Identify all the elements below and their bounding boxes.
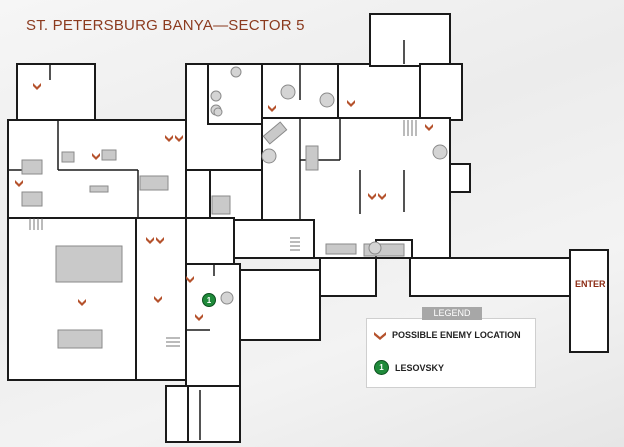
legend-lesovsky-label: LESOVSKY (395, 362, 445, 373)
room-north-tower (369, 13, 451, 67)
bench-south (57, 329, 103, 349)
room-east-nook (449, 163, 471, 193)
enemy-chevron-icon (378, 193, 386, 200)
room-stair-area (185, 217, 235, 265)
legend-box (366, 318, 536, 388)
enemy-chevron-icon (33, 83, 41, 90)
legend-item-enemy: POSSIBLE ENEMY LOCATION (374, 330, 521, 340)
enemy-chevron-icon (347, 100, 355, 107)
room-south-closet (319, 257, 377, 297)
enemy-chevron-icon (374, 331, 386, 340)
crate (211, 195, 231, 215)
enemy-chevron-icon (165, 135, 173, 142)
room-closet (185, 169, 211, 219)
lounge-chair (262, 121, 288, 145)
room-big-pool (7, 217, 139, 381)
enemy-chevron-icon (78, 299, 86, 306)
map-title: ST. PETERSBURG BANYA—SECTOR 5 (26, 17, 305, 34)
pool-table (55, 245, 123, 283)
bench-east (325, 243, 357, 255)
legend-title: LEGEND (422, 307, 482, 320)
enemy-markers (15, 83, 433, 321)
enemy-chevron-icon (195, 314, 203, 321)
table-1 (21, 159, 43, 175)
stairs-left (29, 218, 43, 230)
room-entrance (569, 249, 609, 353)
enemy-chevron-icon (146, 237, 154, 244)
enemy-chevron-icon (368, 193, 376, 200)
room-north-b (337, 63, 421, 121)
entrance-label: ENTER (575, 279, 606, 289)
room-marker-hall (185, 263, 241, 387)
enemy-chevron-icon (154, 296, 162, 303)
enemy-chevron-icon (425, 124, 433, 131)
locker-1 (305, 145, 319, 171)
enemy-chevron-icon (15, 180, 23, 187)
enemy-chevron-icon (92, 153, 100, 160)
stairs-south (166, 337, 180, 347)
room-south-center (239, 269, 321, 341)
stairs-north (403, 120, 417, 136)
stool-1 (61, 151, 75, 163)
legend-item-lesovsky: 1 LESOVSKY (374, 360, 444, 375)
room-south-end (185, 385, 241, 443)
stool-2 (101, 149, 117, 161)
room-north-c (419, 63, 463, 121)
lesovsky-marker-number: 1 (207, 296, 212, 305)
entrance-corridor (409, 257, 573, 297)
lesovsky-marker-icon: 1 (374, 360, 389, 375)
table-2 (21, 191, 43, 207)
enemy-chevron-icon (186, 276, 194, 283)
room-south-link (231, 219, 315, 259)
counter (139, 175, 169, 191)
stairs-center (290, 237, 300, 251)
enemy-chevron-icon (156, 237, 164, 244)
room-south-stub (165, 385, 189, 443)
legend-enemy-label: POSSIBLE ENEMY LOCATION (392, 330, 521, 340)
tub (89, 185, 109, 193)
enemy-chevron-icon (268, 105, 276, 112)
room-upper-left (16, 63, 96, 121)
enemy-chevron-icon (175, 135, 183, 142)
lesovsky-marker-icon: 1 (202, 293, 216, 307)
